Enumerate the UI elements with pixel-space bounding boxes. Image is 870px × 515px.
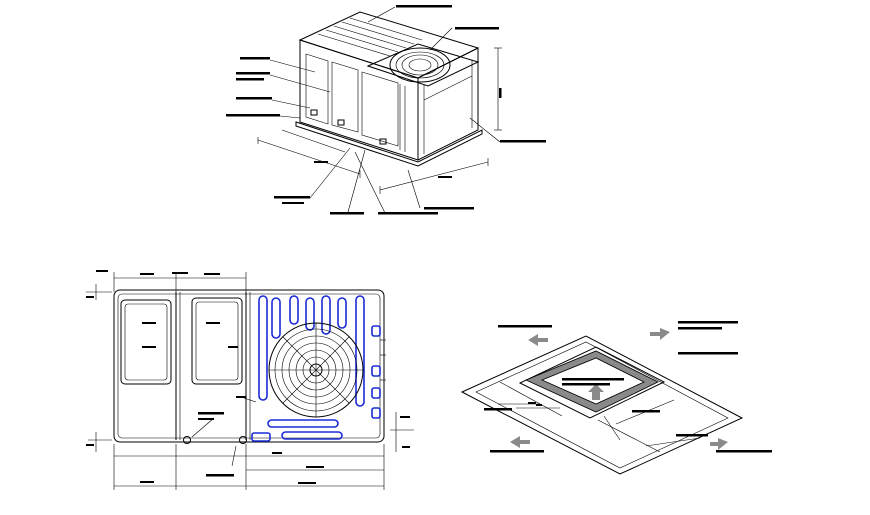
unit-side-face xyxy=(417,47,479,161)
curb-guides xyxy=(498,381,701,453)
plan-view xyxy=(86,270,414,490)
condenser-coil xyxy=(251,295,381,442)
airflow-arrow-center xyxy=(588,384,604,400)
condenser-fan-icon xyxy=(268,322,364,418)
leader-lines-iso xyxy=(269,6,501,214)
airflow-arrow-top-left xyxy=(528,334,548,346)
curb-outer xyxy=(460,335,744,475)
plan-dimensions xyxy=(86,270,414,490)
access-openings xyxy=(120,297,243,385)
fan-guard-top xyxy=(366,43,480,87)
label-blocks-iso xyxy=(226,5,546,215)
side-coil xyxy=(423,60,473,154)
unit-outline-plan xyxy=(113,289,385,443)
unit-top-face xyxy=(298,11,480,79)
airflow-arrow-bottom-right xyxy=(710,438,728,450)
airflow-arrows xyxy=(510,328,728,450)
airflow-arrow-bottom-left xyxy=(510,436,530,448)
service-connections xyxy=(183,339,386,444)
dimension-lines-iso xyxy=(257,47,502,194)
isometric-unit-view xyxy=(226,5,546,215)
top-grille xyxy=(317,17,423,57)
airflow-arrow-top-right xyxy=(650,328,670,340)
access-panels xyxy=(305,53,406,152)
roof-curb-view xyxy=(460,321,772,475)
label-blocks-curb xyxy=(484,321,772,453)
base-rail xyxy=(295,121,483,167)
curb-frame xyxy=(518,346,666,419)
